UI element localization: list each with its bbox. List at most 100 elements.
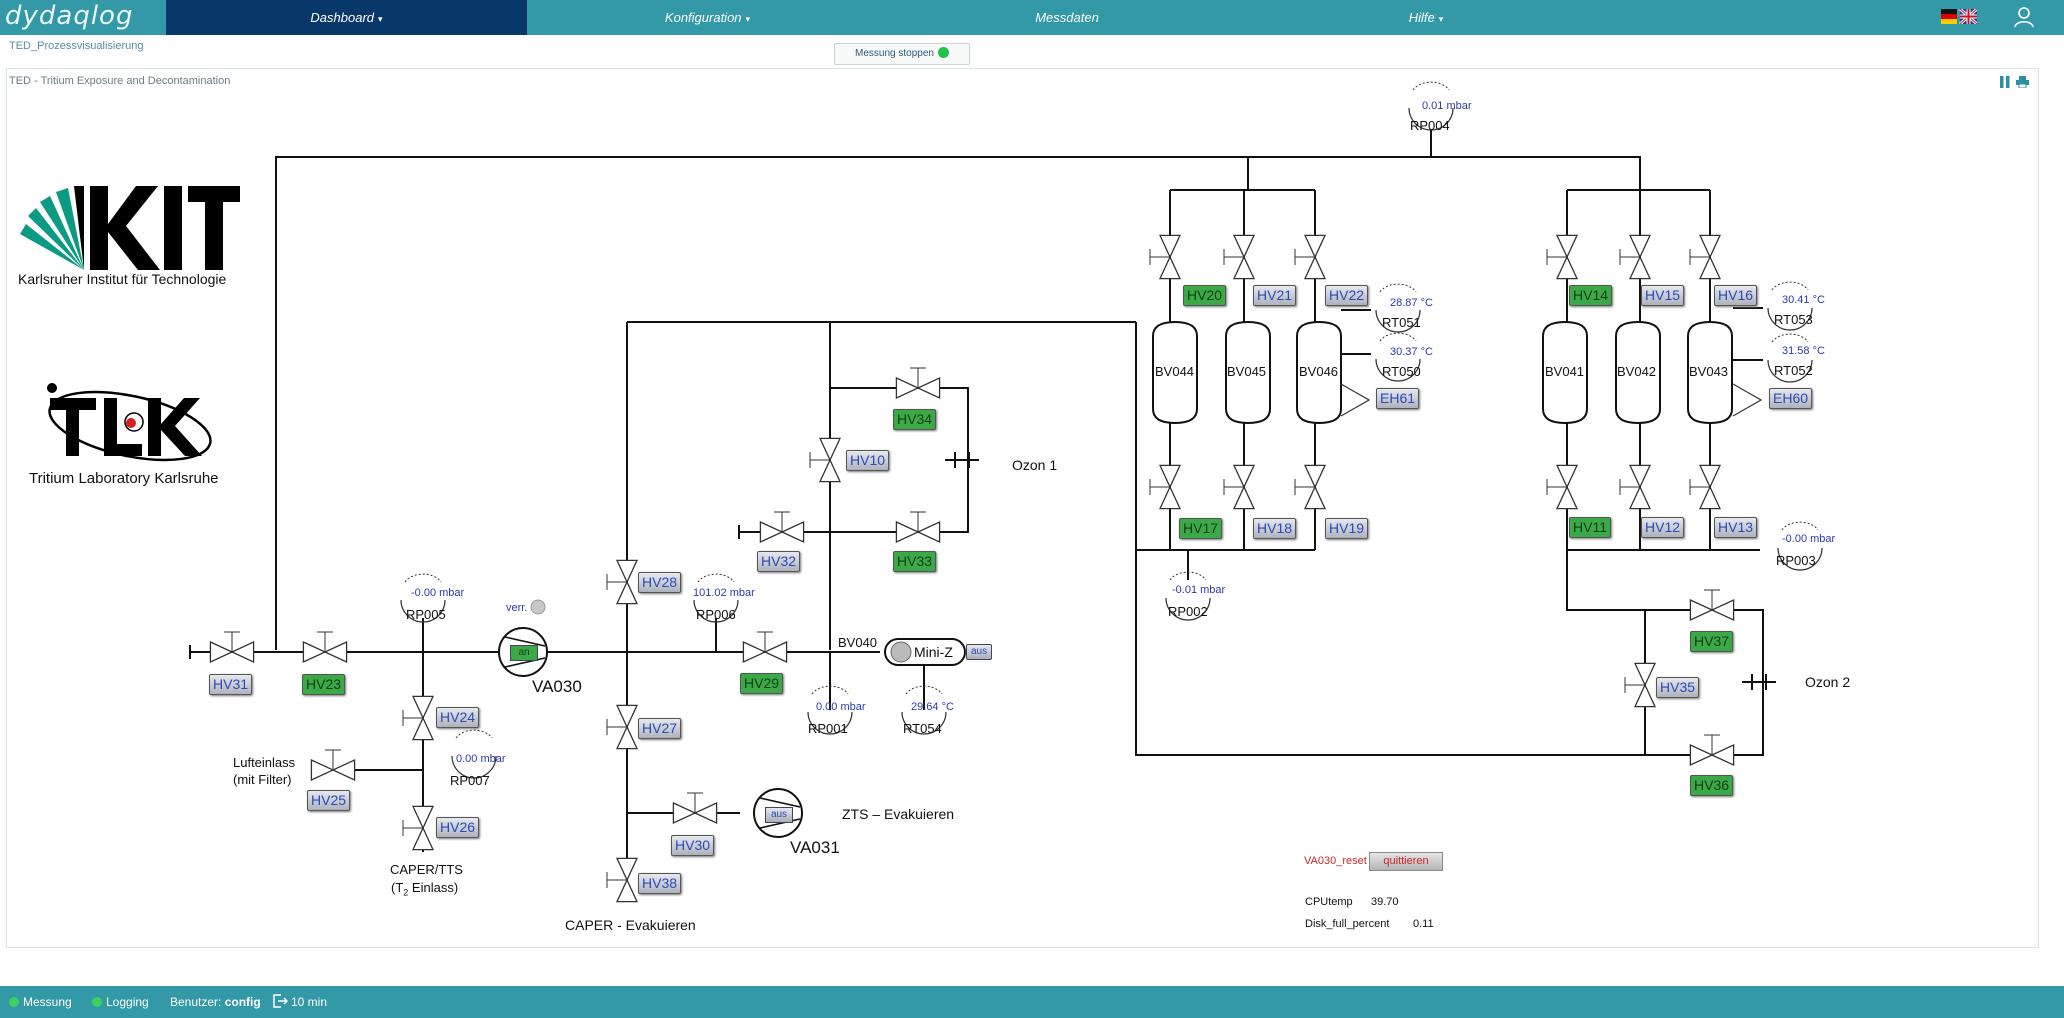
valve-tag-HV24[interactable]: HV24 [436,707,480,728]
footer-user: Benutzer: config [170,986,261,1018]
kit-caption: Karlsruher Institut für Technologie [18,271,227,287]
process-panel [6,68,2039,948]
cpu-temp-label: CPUtemp [1305,896,1353,908]
valve-tag-HV30[interactable]: HV30 [671,835,715,856]
footer-user-label: Benutzer: [170,995,222,1009]
valve-tag-HV23[interactable]: HV23 [302,674,346,695]
valve-tag-HV28[interactable]: HV28 [638,572,682,593]
va031-toggle-button[interactable]: aus [765,807,793,823]
gauge-arc-RP002 [1169,571,1207,581]
print-icon[interactable] [2016,76,2029,88]
valve-tag-HV17[interactable]: HV17 [1179,518,1223,539]
valve-tag-HV34[interactable]: HV34 [893,409,937,430]
nav-messdaten-label: Messdaten [1035,10,1099,25]
cpu-temp-value: 39.70 [1371,896,1399,908]
app-logo[interactable]: dydaqlog [5,1,134,31]
label-va031: VA031 [790,838,840,857]
sensor-name-RP004: RP004 [1410,118,1450,133]
gauge-arc-RT051 [1379,283,1417,293]
stop-measurement-button[interactable]: Messung stoppen [834,43,970,65]
footer-logging[interactable]: Logging [92,986,149,1018]
va030-lock-label: verr. [506,602,528,614]
status-led-icon [937,47,949,58]
label-ozon1: Ozon 1 [1012,457,1058,473]
sensor-value-RT052: 31.58 °C [1782,345,1825,357]
language-flags-icon[interactable] [1941,9,1977,24]
valve-tag-HV11[interactable]: HV11 [1569,517,1611,538]
footer-logout-timer[interactable]: 10 min [272,986,327,1018]
nav-dashboard[interactable]: Dashboard▾ [166,0,527,35]
sensor-name-RP007: RP007 [450,773,490,788]
miniz-toggle-button[interactable]: aus [966,644,993,660]
sensor-name-RP006: RP006 [696,607,736,622]
pause-icon[interactable] [2000,76,2010,88]
gauge-symbol-RP005 [400,599,446,623]
va030-toggle-button[interactable]: an [510,645,538,661]
valve-tag-HV12[interactable]: HV12 [1641,517,1685,538]
gauge-arc-RT053 [1771,281,1809,291]
valve-tag-HV21[interactable]: HV21 [1253,285,1297,306]
valve-tag-HV36[interactable]: HV36 [1690,775,1734,796]
acknowledge-button[interactable]: quittieren [1369,852,1443,871]
pump-blade-VA031 [759,797,801,829]
sensor-name-RT054: RT054 [903,721,942,736]
label-bv040: BV040 [838,635,878,650]
valve-tag-HV31[interactable]: HV31 [209,674,253,695]
valve-tag-HV25[interactable]: HV25 [307,790,351,811]
sensor-value-RP005: -0.00 mbar [411,587,465,599]
gauge-symbol-RP001 [807,711,853,735]
footer-messung[interactable]: Messung [9,986,72,1018]
valve-tag-HV14[interactable]: HV14 [1569,285,1613,306]
heater-tag-EH61[interactable]: EH61 [1376,388,1420,409]
ozon-port-ozon1 [945,452,979,468]
valve-tag-HV38[interactable]: HV38 [638,873,682,894]
vessel-BV041: BV041 [1545,364,1585,379]
valve-tag-HV15[interactable]: HV15 [1641,285,1685,306]
gauge-symbol-RT053 [1767,307,1813,331]
vessel-BV046: BV046 [1299,364,1339,379]
valve-tag-HV33[interactable]: HV33 [893,551,937,572]
valve-tag-HV18[interactable]: HV18 [1253,518,1297,539]
va030-reset-label: VA030_reset [1304,855,1367,867]
nav-messdaten[interactable]: Messdaten [888,0,1246,35]
sensor-value-RT053: 30.41 °C [1782,294,1825,306]
user-icon[interactable] [2013,6,2035,28]
valve-tag-HV19[interactable]: HV19 [1325,518,1369,539]
heater-symbol-EH60 [1732,383,1763,417]
ozon-port-ozon2 [1742,674,1776,690]
vessel-BV044: BV044 [1155,364,1195,379]
sensor-value-RT050: 30.37 °C [1390,346,1433,358]
heater-tag-EH60[interactable]: EH60 [1769,388,1813,409]
valve-tag-HV27[interactable]: HV27 [638,718,682,739]
vessel-BV045: BV045 [1227,364,1267,379]
footer-logging-label: Logging [106,995,149,1009]
valve-tag-HV16[interactable]: HV16 [1714,285,1758,306]
valve-tag-HV35[interactable]: HV35 [1656,677,1700,698]
valve-tag-HV32[interactable]: HV32 [757,551,801,572]
valve-tag-HV37[interactable]: HV37 [1690,631,1734,652]
nav-konfiguration[interactable]: Konfiguration▾ [527,0,888,35]
sensor-value-RP007: 0.00 mbar [456,753,506,765]
label-ozon2: Ozon 2 [1805,674,1851,690]
sensor-name-RP003: RP003 [1776,553,1816,568]
breadcrumb[interactable]: TED_Prozessvisualisierung [9,40,144,52]
valve-tag-HV26[interactable]: HV26 [436,817,480,838]
sensor-name-RT050: RT050 [1382,364,1421,379]
gauge-symbol-RT054 [901,711,947,735]
vessel-symbol-BV045 [1225,320,1271,425]
valve-tag-HV13[interactable]: HV13 [1714,517,1758,538]
vessel-symbol-BV043 [1687,320,1733,425]
sensor-value-RP001: 0.00 mbar [816,701,866,713]
valve-tag-HV22[interactable]: HV22 [1325,285,1369,306]
vessel-symbol-BV046 [1296,320,1342,425]
valve-tag-HV29[interactable]: HV29 [740,673,784,694]
gauge-arc-RP004 [1412,81,1450,91]
nav-hilfe[interactable]: Hilfe▾ [1246,0,1606,35]
valve-tag-HV20[interactable]: HV20 [1183,285,1227,306]
valve-tag-HV10[interactable]: HV10 [846,450,890,471]
label-caper-evakuieren: CAPER - Evakuieren [565,917,696,933]
t2-suffix: Einlass) [408,880,459,895]
tlk-caption: Tritium Laboratory Karlsruhe [29,470,219,487]
sensor-name-RT053: RT053 [1774,312,1813,327]
sensor-value-RP004: 0.01 mbar [1422,100,1472,112]
